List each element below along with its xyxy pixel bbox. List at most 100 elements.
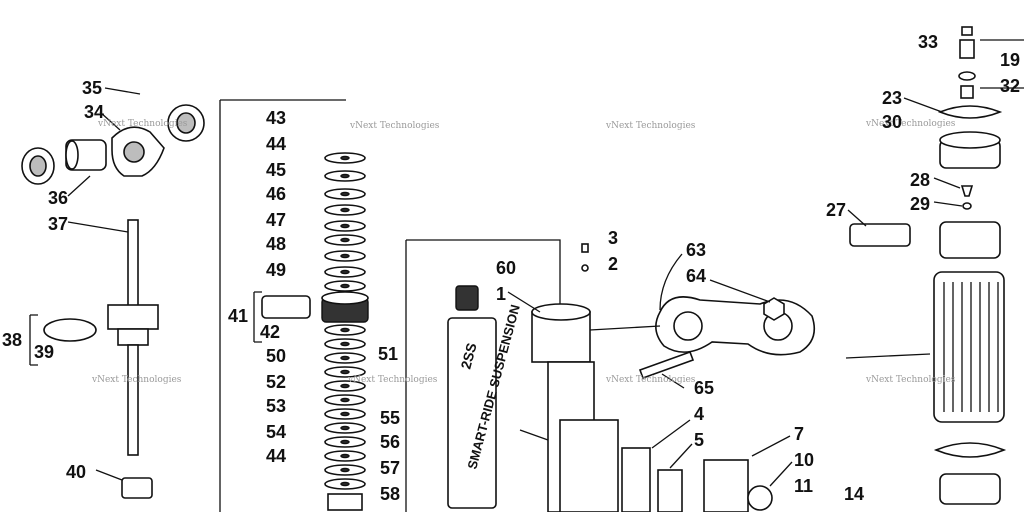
part-39-oring [43,318,97,342]
label-56: 56 [380,432,400,452]
part-piston-cap [939,221,1001,259]
reservoir-ribs [943,282,999,412]
label-38: 38 [2,330,22,350]
label-39: 39 [34,342,54,362]
label-57: 57 [380,458,400,478]
watermark: vNext Technologies [349,121,440,131]
label-11: 11 [794,476,813,496]
label-23: 23 [882,88,902,108]
label-32: 32 [1000,76,1020,96]
washer-hole [340,383,350,389]
part-38-piston [107,304,159,330]
label-55: 55 [380,408,400,428]
part-40-bumper [121,477,153,499]
label-37: 37 [48,214,68,234]
part-5-plate [657,469,683,512]
washer-hole [340,425,350,431]
part-23-snapring [937,105,1003,119]
washer-hole [340,223,350,229]
label-1: 1 [496,284,506,304]
label-19: 19 [1000,50,1020,70]
part-4-gasket [621,447,651,512]
reservoir-assembly [845,26,1024,505]
label-49: 49 [266,260,286,280]
watermark: vNext Technologies [347,375,438,385]
washer-hole [340,481,350,487]
label-3: 3 [608,228,618,248]
label-51: 51 [378,344,398,364]
washer-hole [340,467,350,473]
part-29-washer [962,202,972,210]
washer-hole [340,283,350,289]
label-35: 35 [82,78,102,98]
part-32-cap [960,85,974,99]
label-43: 43 [266,108,286,128]
part-2-ball [581,264,589,272]
part-19-valve [959,39,975,59]
label-7: 7 [794,424,804,444]
label-41: 41 [228,306,248,326]
label-46: 46 [266,184,286,204]
part-snapring-lower [933,442,1007,458]
part-7-plate [703,459,749,512]
washer-hole [340,191,350,197]
washer-hole [340,155,350,161]
label-47: 47 [266,210,286,230]
part-4-cover [559,419,619,512]
watermark: vNext Technologies [865,375,956,385]
part-42-ring [261,295,311,319]
label-53: 53 [266,396,286,416]
part-3-screw [581,243,589,253]
washer-hole [340,453,350,459]
label-54: 54 [266,422,286,442]
part-37-shaft [127,219,139,311]
watermark: vNext Technologies [605,121,696,131]
label-33: 33 [918,32,938,52]
label-5: 5 [694,430,704,450]
watermark: vNext Technologies [605,375,696,385]
washer-hole [340,439,350,445]
label-58: 58 [380,484,400,504]
label-52: 52 [266,372,286,392]
label-50: 50 [266,346,286,366]
watermark: vNext Technologies [865,119,956,129]
label-65: 65 [694,378,714,398]
part-60-logo [455,285,479,311]
part-10-valve [747,485,773,511]
label-40: 40 [66,462,86,482]
part-58-nut [327,493,363,511]
label-29: 29 [910,194,930,214]
part-65-bolt [638,350,695,380]
label-48: 48 [266,234,286,254]
label-14: 14 [844,484,864,504]
label-2: 2 [608,254,618,274]
part-lower-cap [939,473,1001,505]
washer-hole [340,269,350,275]
label-63: 63 [686,240,706,260]
label-45: 45 [266,160,286,180]
valve-stack [219,99,369,512]
watermarks: vNext Technologies vNext Technologies vN… [91,119,956,385]
label-44: 44 [266,134,286,154]
shaft-assembly [21,87,205,499]
decal-model: 2SS [457,341,479,371]
part-27-band [849,223,911,247]
watermark: vNext Technologies [97,119,188,129]
washer-hole [340,237,350,243]
washer-hole [340,207,350,213]
label-4: 4 [694,404,704,424]
part-reservoir-body [933,271,1005,423]
label-44b: 44 [266,446,286,466]
part-labels: 33 19 32 23 30 28 29 27 35 34 36 37 38 3… [2,32,1020,504]
label-28: 28 [910,170,930,190]
washer-hole [340,341,350,347]
washer-hole [340,369,350,375]
label-10: 10 [794,450,814,470]
label-36: 36 [48,188,68,208]
part-64-nut [763,297,785,321]
label-27: 27 [826,200,846,220]
part-61-decal [447,317,497,509]
washer-hole [340,327,350,333]
washer-hole [340,411,350,417]
